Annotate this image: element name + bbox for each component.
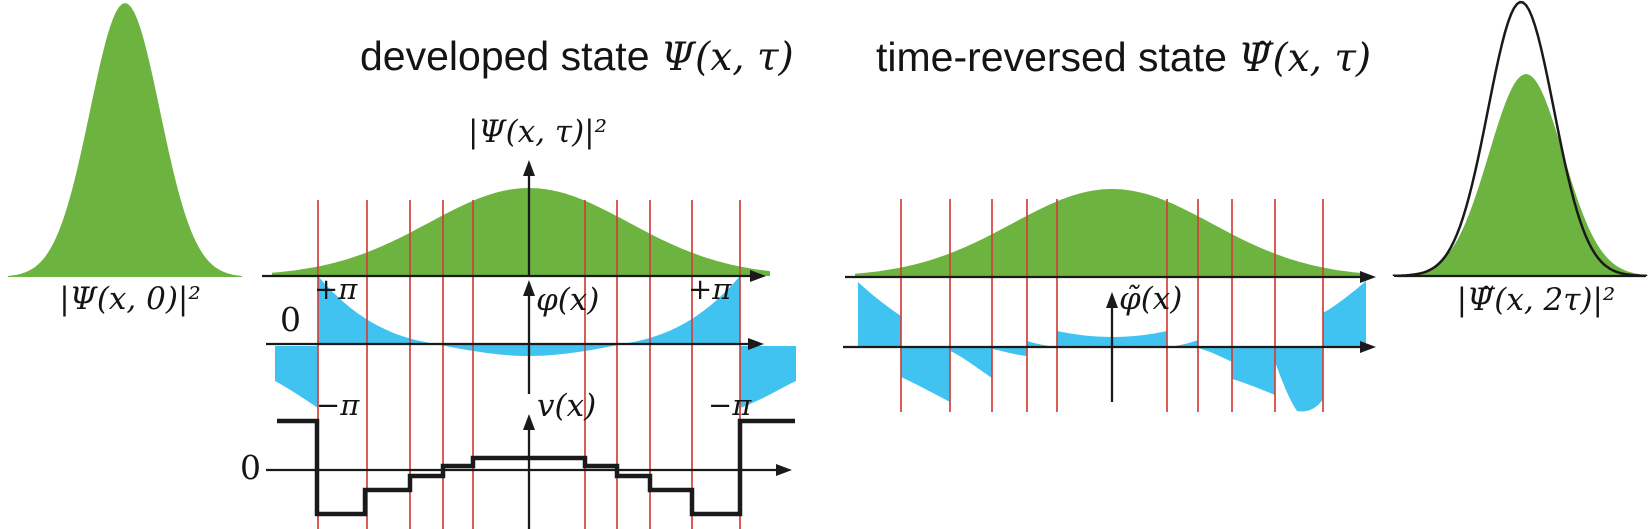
phase-fill-segment-9 [1167, 340, 1198, 347]
phase-fill-segment-13 [1323, 281, 1366, 347]
phase-fill-segment-10 [1198, 347, 1232, 362]
reversed-phase-axis-label: φ̃(x) [1119, 281, 1183, 317]
reversed-phase-y-axis-arrowhead [1106, 292, 1118, 308]
developed-state-title: developed state Ψ(x, τ) [360, 36, 794, 78]
developed-state-title-math: Ψ(x, τ) [660, 35, 794, 80]
phase-fill-segment-12 [1275, 347, 1323, 412]
potential-axis-label: v(x) [537, 388, 597, 424]
phase-fill-segment-6 [992, 347, 1027, 356]
developed-phase-y-axis-arrowhead [523, 280, 535, 296]
potential-step-curve [277, 418, 795, 517]
ideal-density-outline [1392, 0, 1648, 278]
developed-density-x-axis-arrowhead [750, 270, 766, 282]
reversed-phase-x-axis-arrowhead [1360, 341, 1376, 353]
initial-density-curve [8, 3, 242, 277]
phase-fill-segment-2 [740, 346, 796, 408]
developed-phase-axis-label: φ(x) [536, 282, 600, 318]
phase-fill-segment-4 [901, 347, 950, 402]
time-reversed-state-title: time-reversed state Ψ̃(x, τ) [876, 37, 1371, 79]
phase-fill-segment-7 [1027, 341, 1057, 347]
phase-fill-segment-1 [275, 346, 318, 408]
time-reversed-state-title-math: Ψ̃(x, τ) [1238, 36, 1372, 81]
potential-x-axis-arrowhead [776, 464, 792, 476]
reversed-density-x-axis-arrowhead [1360, 271, 1376, 283]
phase-zero-label: 0 [280, 300, 301, 339]
plus-pi-left-label: +π [314, 272, 358, 306]
potential-y-axis-arrowhead [523, 414, 535, 430]
developed-phase-x-axis-arrowhead [748, 338, 764, 350]
phase-fill-segment-5 [950, 347, 992, 378]
final-density-curve [1394, 74, 1648, 276]
developed-state-title-text: developed state [360, 33, 661, 79]
phase-fill-segment-11 [1232, 347, 1275, 395]
phase-fill-segment-3 [858, 282, 901, 347]
minus-pi-right-label: −π [708, 388, 752, 422]
initial-density-label: |Ψ(x, 0)|² [59, 281, 201, 317]
potential-zero-label: 0 [240, 448, 261, 487]
final-density-label: |Ψ̃(x, 2τ)|² [1456, 282, 1616, 318]
plus-pi-right-label: +π [688, 272, 732, 306]
reversed-density-curve [855, 189, 1362, 277]
developed-density-label: |Ψ(x, τ)|² [468, 114, 608, 150]
developed-density-curve [272, 188, 770, 276]
time-reversed-state-title-text: time-reversed state [876, 34, 1239, 80]
minus-pi-left-label: −π [316, 388, 360, 422]
developed-density-y-axis-arrowhead [523, 160, 535, 176]
